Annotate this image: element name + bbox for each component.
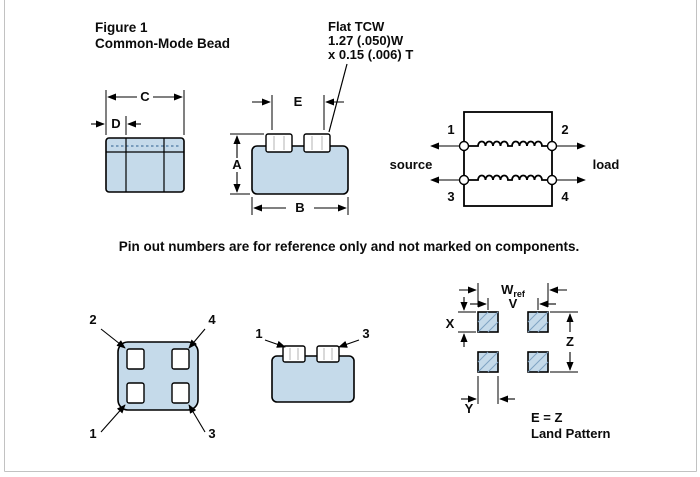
dim-label-wref: Wref (501, 282, 526, 299)
figure-title-line1: Figure 1 (95, 20, 148, 35)
pin-3-leader (188, 404, 206, 433)
terminal-node-2 (546, 140, 558, 152)
schematic-pin-1: 1 (447, 122, 454, 137)
callout-line1: Flat TCW (328, 19, 385, 34)
winding-left (265, 133, 293, 153)
front-view-pin-3: 3 (362, 326, 369, 341)
pin-4-leader (188, 328, 206, 349)
terminal-node-4 (546, 174, 558, 186)
dim-label-e: E (294, 94, 303, 109)
bead-body-front-small (271, 355, 355, 403)
schematic: 1 2 3 4 source load (390, 111, 620, 207)
dim-label-z: Z (566, 334, 574, 349)
inductor-bottom-rail (469, 174, 548, 181)
pad-top-right (171, 348, 190, 370)
front-view: E A B (230, 94, 349, 215)
dim-label-c: C (140, 89, 150, 104)
terminal-node-3 (458, 174, 470, 186)
winding-right-small (316, 345, 340, 363)
dim-label-a: A (232, 157, 242, 172)
schematic-pin-2: 2 (561, 122, 568, 137)
schematic-frame (463, 111, 553, 207)
dim-label-d: D (111, 116, 120, 131)
reference-note: Pin out numbers are for reference only a… (119, 239, 580, 254)
bottom-front-view: 1 3 (255, 326, 370, 403)
pad-top-left (126, 348, 145, 370)
inductor-top-rail (469, 140, 548, 147)
schematic-pin-4: 4 (561, 189, 569, 204)
land-pattern-note-line2: Land Pattern (531, 426, 611, 441)
3d-view: C D (91, 89, 185, 193)
pin-1-leader (100, 404, 126, 433)
bottom-top-view: 2 4 1 3 (89, 312, 216, 441)
terminal-node-1 (458, 140, 470, 152)
winding-right (303, 133, 331, 153)
callout-line3: x 0.15 (.006) T (328, 47, 413, 62)
dim-label-v: V (509, 296, 518, 311)
top-view-pin-4: 4 (208, 312, 216, 327)
top-view-pin-3: 3 (208, 426, 215, 441)
top-view-pin-2: 2 (89, 312, 96, 327)
callout-leader-line (328, 63, 348, 133)
pad-hatching (477, 311, 549, 373)
page-border (4, 0, 697, 472)
front-pin-3-leader (338, 339, 360, 348)
front-pin-1-leader (264, 339, 286, 348)
dim-label-b: B (295, 200, 304, 215)
schematic-pin-3: 3 (447, 189, 454, 204)
figure-title: Figure 1 Common-Mode Bead (95, 20, 230, 51)
flat-tcw-callout: Flat TCW 1.27 (.050)W x 0.15 (.006) T (328, 19, 413, 133)
dim-label-x: X (446, 316, 455, 331)
pad-bottom-right (171, 382, 190, 404)
dim-label-y: Y (465, 401, 474, 416)
bead-body-front (251, 145, 349, 195)
top-view-pin-1: 1 (89, 426, 96, 441)
source-label: source (390, 157, 433, 172)
figure-title-line2: Common-Mode Bead (95, 36, 230, 51)
load-label: load (593, 157, 620, 172)
land-pattern-note-line1: E = Z (531, 410, 562, 425)
pad-bottom-left (126, 382, 145, 404)
front-view-pin-1: 1 (255, 326, 262, 341)
pin-2-leader (100, 328, 126, 349)
land-pattern: Wref V X Z Y E = Z Land Pattern (446, 282, 611, 441)
callout-line2: 1.27 (.050)W (328, 33, 404, 48)
winding-left-small (282, 345, 306, 363)
